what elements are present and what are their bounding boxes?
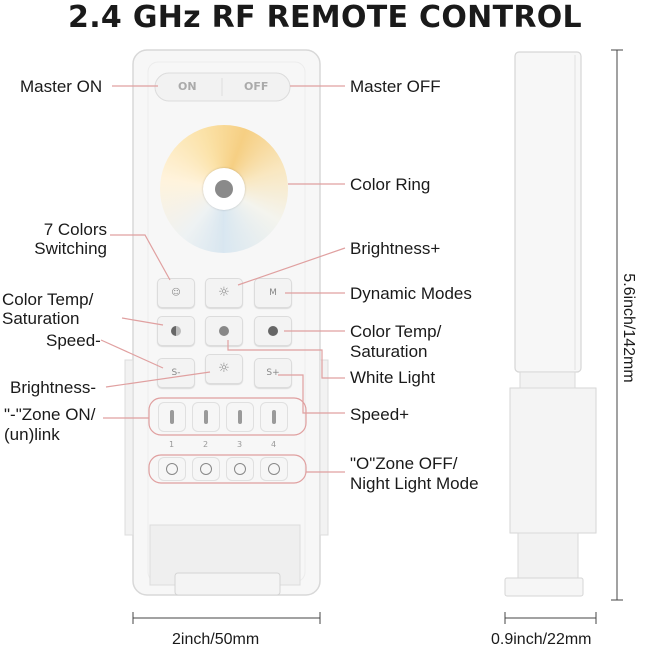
dimension-height: 5.6inch/142mm — [620, 273, 637, 383]
label-brightness-minus: Brightness- — [10, 378, 96, 397]
label-speed-minus: Speed- — [46, 331, 101, 350]
label-speed-plus: Speed+ — [350, 405, 410, 424]
zone-1-off-button[interactable] — [158, 457, 186, 481]
page-title: 2.4 GHz RF REMOTE CONTROL — [68, 0, 582, 35]
zone-1-on-button[interactable] — [158, 402, 186, 432]
label-master-on: Master ON — [20, 77, 103, 96]
zone-3-number: 3 — [237, 440, 243, 449]
zone-1-number: 1 — [169, 440, 175, 449]
dimension-width: 2inch/50mm — [172, 631, 260, 648]
circle-icon — [219, 326, 229, 336]
off-button-label: OFF — [244, 80, 269, 93]
zone-4-number: 4 — [271, 440, 277, 449]
label-zone-off-line2: Night Light Mode — [350, 474, 479, 493]
zone-4-on-button[interactable] — [260, 402, 288, 432]
label-color-temp-right-line2: Saturation — [350, 342, 428, 361]
half-circle-icon — [171, 326, 181, 336]
label-white-light: White Light — [350, 368, 436, 387]
white-light-button[interactable] — [205, 316, 243, 346]
label-color-temp-left-line2: Saturation — [2, 309, 80, 328]
dot-icon — [268, 326, 278, 336]
color-temp-left-button[interactable] — [157, 316, 195, 346]
dimension-depth: 0.9inch/22mm — [491, 631, 592, 648]
label-zone-on-line2: (un)link — [4, 425, 60, 444]
label-color-temp-left-line1: Color Temp/ — [2, 290, 94, 309]
label-color-temp-right-line1: Color Temp/ — [350, 322, 442, 341]
color-temp-right-button[interactable] — [254, 316, 292, 346]
label-color-ring: Color Ring — [350, 175, 431, 194]
speed-minus-button[interactable]: S- — [157, 358, 195, 388]
speed-plus-button-label: S+ — [266, 368, 280, 378]
zone-4-off-button[interactable] — [260, 457, 288, 481]
label-zone-off-line1: "O"Zone OFF/ — [350, 454, 458, 473]
label-brightness-plus: Brightness+ — [350, 239, 441, 258]
zone-3-on-button[interactable] — [226, 402, 254, 432]
color-ring-center-dot[interactable] — [215, 180, 233, 198]
on-button-label: ON — [178, 80, 197, 93]
brightness-plus-button[interactable]: ☼ — [205, 278, 243, 308]
zone-2-off-button[interactable] — [192, 457, 220, 481]
speed-plus-button[interactable]: S+ — [254, 358, 292, 388]
label-dynamic-modes: Dynamic Modes — [350, 284, 472, 303]
dynamic-modes-button-label: M — [269, 288, 277, 298]
label-seven-colors-line2: Switching — [34, 239, 107, 258]
label-seven-colors-line1: 7 Colors — [43, 220, 107, 239]
zone-2-on-button[interactable] — [192, 402, 220, 432]
brightness-minus-button[interactable]: ☼ — [205, 354, 243, 384]
label-master-off: Master OFF — [350, 77, 441, 96]
speed-minus-button-label: S- — [171, 368, 181, 378]
zone-3-off-button[interactable] — [226, 457, 254, 481]
zone-2-number: 2 — [203, 440, 209, 449]
label-zone-on-line1: "-"Zone ON/ — [4, 405, 96, 424]
seven-colors-button[interactable]: ☺ — [157, 278, 195, 308]
